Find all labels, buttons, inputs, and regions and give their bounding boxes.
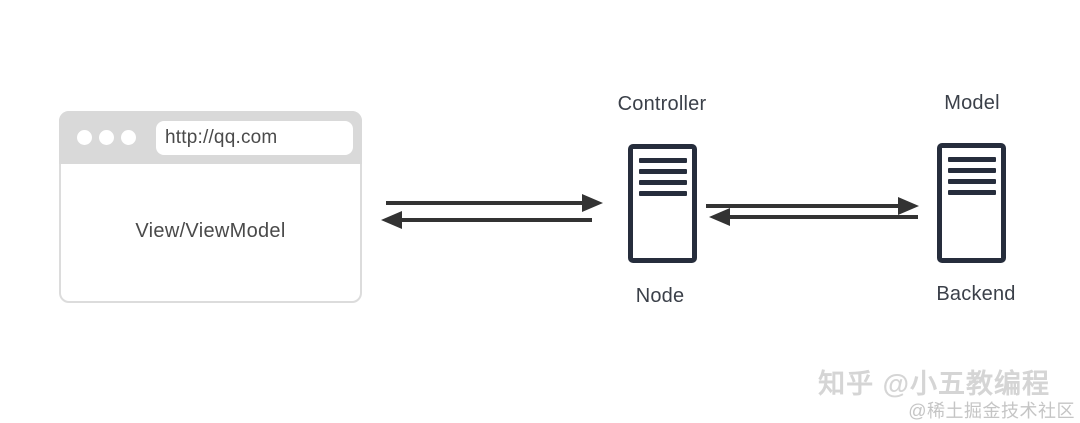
browser-content: View/ViewModel bbox=[61, 162, 360, 301]
server-slot-bar bbox=[638, 191, 687, 196]
address-bar: http://qq.com bbox=[156, 121, 353, 155]
node-backend-arrows bbox=[706, 197, 919, 226]
traffic-light-dot-icon bbox=[77, 130, 92, 145]
browser-node-arrows bbox=[381, 194, 603, 229]
zhihu-watermark: 知乎 @小五教编程 bbox=[818, 369, 1050, 399]
view-viewmodel-label: View/ViewModel bbox=[135, 220, 286, 242]
server-slot-bar bbox=[947, 168, 996, 173]
backend-label: Backend bbox=[936, 283, 1016, 305]
model-label: Model bbox=[944, 92, 1000, 114]
backend-server-icon bbox=[937, 143, 1006, 263]
controller-label: Controller bbox=[617, 93, 707, 115]
url-text: http://qq.com bbox=[165, 127, 278, 148]
server-slot-bar bbox=[947, 157, 996, 162]
server-slot-bar bbox=[638, 158, 687, 163]
arrowhead-left-icon bbox=[381, 211, 402, 229]
juejin-watermark: @稀土掘金技术社区 bbox=[908, 401, 1075, 421]
node-server-icon bbox=[628, 144, 697, 263]
traffic-light-dot-icon bbox=[99, 130, 114, 145]
server-slot-bar bbox=[947, 179, 996, 184]
traffic-light-dot-icon bbox=[121, 130, 136, 145]
arrowhead-right-icon bbox=[898, 197, 919, 215]
arrowhead-left-icon bbox=[709, 208, 730, 226]
arrowhead-right-icon bbox=[582, 194, 603, 212]
browser-titlebar: http://qq.com bbox=[59, 111, 362, 164]
server-slot-bar bbox=[947, 190, 996, 195]
server-slot-bar bbox=[638, 169, 687, 174]
browser-window: http://qq.com View/ViewModel bbox=[59, 111, 362, 303]
node-label: Node bbox=[635, 285, 685, 307]
server-slot-bar bbox=[638, 180, 687, 185]
